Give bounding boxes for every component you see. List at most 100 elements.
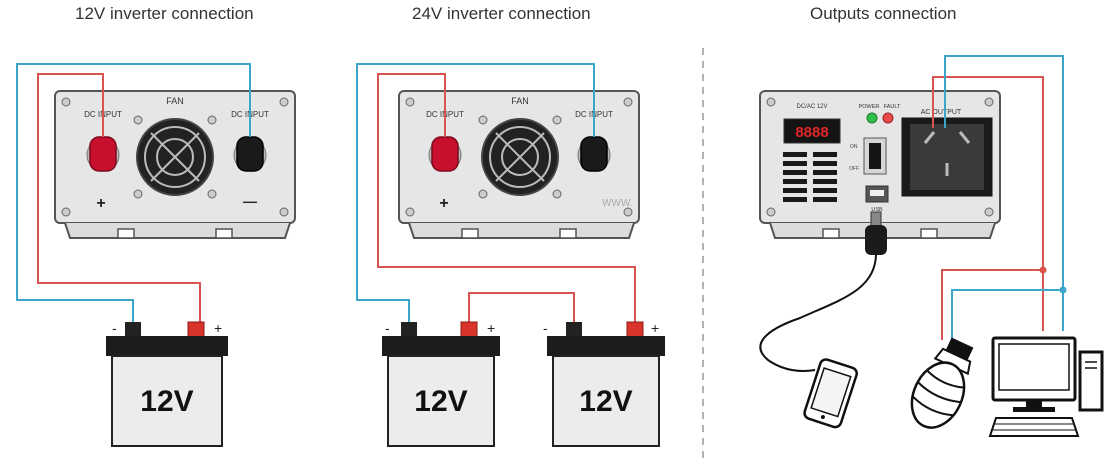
- screw-icon: [984, 97, 994, 107]
- switch-off-label: OFF: [849, 166, 859, 172]
- screw-icon: [207, 115, 217, 125]
- red-wire-branch: [941, 269, 1043, 340]
- minus-sign: —: [243, 193, 257, 209]
- battery-neg-sign: -: [385, 320, 390, 336]
- power-label: POWER: [859, 104, 880, 110]
- vent-slot: [813, 179, 837, 184]
- ac-output-label: AC OUTPUT: [921, 109, 962, 116]
- battery-voltage-label: 12V: [579, 385, 632, 418]
- battery-negative-terminal: [566, 322, 582, 338]
- fault-led-icon: [882, 112, 894, 124]
- battery-pos-sign: +: [487, 320, 495, 336]
- battery-12v: - + 12V: [106, 320, 228, 447]
- positive-terminal-icon: [89, 136, 117, 172]
- inverter-24v: FAN DC INPUT DC INPUT + WWW.: [398, 90, 640, 239]
- negative-terminal-icon: [236, 136, 264, 172]
- title-outputs: Outputs connection: [810, 4, 957, 23]
- positive-terminal-icon: [431, 136, 459, 172]
- red-wire: [932, 76, 1044, 331]
- title-24v-inverter: 24V inverter connection: [412, 4, 591, 23]
- plus-sign: +: [439, 195, 448, 212]
- battery-lid: [382, 336, 500, 356]
- plus-sign: +: [96, 195, 105, 212]
- title-12v-inverter: 12V inverter connection: [75, 4, 254, 23]
- wires-output: [932, 55, 1064, 340]
- wires-12v: [16, 63, 251, 322]
- screw-icon: [405, 97, 415, 107]
- screw-icon: [623, 207, 633, 217]
- screw-icon: [766, 97, 776, 107]
- screw-icon: [478, 115, 488, 125]
- bulb-spiral: [912, 369, 965, 417]
- inverter-output-panel: DC/AC 12V POWER FAULT AC OUTPUT 8888 ON: [759, 90, 1001, 239]
- vent-slot: [783, 170, 807, 175]
- screw-icon: [623, 97, 633, 107]
- red-wire: [377, 73, 636, 322]
- fan-grille-ring: [501, 138, 539, 176]
- inverter-24v-foot-slot: [559, 228, 577, 239]
- screw-icon: [61, 97, 71, 107]
- wires-24v: [356, 63, 636, 322]
- battery-lid: [547, 336, 665, 356]
- output-panel-foot-slot: [920, 228, 938, 239]
- screw-icon: [984, 207, 994, 217]
- usb-plug-metal: [870, 211, 882, 227]
- screw-icon: [133, 189, 143, 199]
- screw-icon: [207, 189, 217, 199]
- monitor-screen: [998, 343, 1070, 391]
- switch-on-label: ON: [850, 144, 858, 150]
- battery-12v-a: - + 12V: [382, 320, 500, 447]
- battery-positive-terminal: [187, 321, 205, 339]
- desktop-computer-icon: [988, 336, 1104, 437]
- fan-grille-bar: [150, 132, 200, 182]
- inverter-24v-base: [408, 222, 635, 239]
- usb-cable-line: [759, 254, 877, 372]
- phone-screen: [810, 367, 852, 418]
- battery-12v-b: - + 12V: [543, 320, 665, 447]
- screw-icon: [405, 207, 415, 217]
- fan-label: FAN: [166, 96, 184, 106]
- vent-slot: [813, 188, 837, 193]
- fan-grille-ring: [489, 126, 551, 188]
- screw-icon: [552, 189, 562, 199]
- battery-lid: [106, 336, 228, 356]
- watermark-text: WWW.: [602, 198, 633, 209]
- vent-slot: [783, 188, 807, 193]
- inverter-12v-foot-slot: [215, 228, 233, 239]
- battery-body: [111, 355, 223, 447]
- usb-cable: [759, 211, 887, 372]
- vent-slot: [783, 161, 807, 166]
- screw-icon: [552, 115, 562, 125]
- red-junction: [1039, 266, 1047, 274]
- battery-positive-terminal: [626, 321, 644, 339]
- fan-grille-ring: [144, 126, 206, 188]
- bulb-base: [945, 337, 974, 361]
- battery-neg-sign: -: [543, 320, 548, 336]
- smartphone-icon: [803, 358, 858, 429]
- blue-wire: [16, 63, 251, 322]
- usb-plug-icon: [865, 225, 887, 255]
- inverter-12v-foot-slot: [117, 228, 135, 239]
- battery-neg-sign: -: [112, 320, 117, 336]
- model-label: DC/AC 12V: [796, 104, 827, 110]
- blue-wire: [944, 55, 1064, 331]
- power-switch-icon: [869, 143, 881, 169]
- screw-icon: [478, 189, 488, 199]
- vent-slot: [783, 152, 807, 157]
- usb-label: USB: [871, 207, 883, 213]
- light-bulb-icon: [910, 337, 974, 429]
- fan-grille-ring: [156, 138, 194, 176]
- inverter-12v-base: [64, 222, 291, 239]
- screw-icon: [279, 207, 289, 217]
- battery-body: [387, 355, 495, 447]
- battery-negative-terminal: [125, 322, 141, 338]
- pc-tower-icon: [1078, 350, 1104, 412]
- screw-icon: [279, 97, 289, 107]
- battery-voltage-label: 12V: [140, 385, 193, 418]
- vent-slot: [783, 197, 807, 202]
- output-panel-foot-slot: [822, 228, 840, 239]
- fault-label: FAULT: [884, 104, 901, 110]
- battery-negative-terminal: [401, 322, 417, 338]
- usb-port-slot: [870, 190, 884, 196]
